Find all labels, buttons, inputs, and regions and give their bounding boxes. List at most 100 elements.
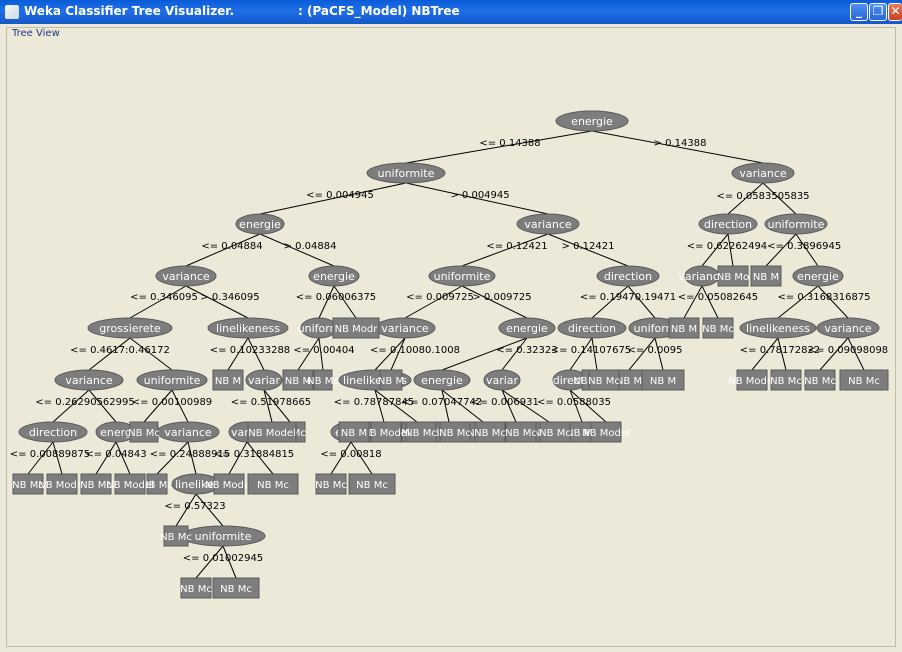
tree-edge [591,337,598,371]
split-node[interactable]: direction [698,213,758,235]
leaf-node[interactable]: NB M [282,369,314,391]
split-node[interactable]: grossierete [87,317,173,339]
edge-condition-label: <= 0.04884 [201,241,262,252]
window-subtitle: : (PaCFS_Model) NBTree [298,4,460,18]
split-node-label: energie [313,270,355,283]
leaf-node[interactable]: NB Mc [348,473,396,495]
leaf-node[interactable]: NB Model [582,421,630,443]
leaf-node[interactable]: NB Modr [332,317,380,339]
leaf-node[interactable]: NB Mc [212,577,260,599]
tree-edge [461,285,528,319]
split-node[interactable]: energ [95,421,137,443]
tree-edge [751,337,779,371]
leaf-node[interactable]: NB Mc [702,317,734,339]
leaf-node[interactable]: NB Model [38,473,86,495]
split-node-label: variance [162,270,210,283]
split-node[interactable]: energie [792,265,844,287]
leaf-node[interactable]: NB Mc [247,473,299,495]
leaf-node[interactable]: NB Mc [80,473,112,495]
leaf-node[interactable]: NB Mc [474,421,506,443]
split-node[interactable]: direction [557,317,627,339]
split-node[interactable]: variance [816,317,880,339]
tree-edge [259,233,335,267]
split-node[interactable]: variance [374,317,436,339]
split-node[interactable]: energie [413,369,471,391]
tree-edge [297,337,320,371]
leaf-node[interactable]: NB Mc [307,369,339,391]
leaf-node[interactable]: NB M [750,265,782,287]
leaf-node[interactable]: NB Mc [180,577,212,599]
leaf-node-shape [247,421,297,443]
tree-edge [405,182,549,215]
split-node-shape [235,213,285,235]
leaf-node[interactable]: NB M [338,421,370,443]
split-node[interactable]: uniform [628,317,682,339]
leaf-node[interactable]: NB M [378,369,404,391]
split-node[interactable]: variance [678,265,726,287]
split-node[interactable]: uniformite [136,369,208,391]
leaf-node-shape [332,317,380,339]
close-button[interactable]: ✕ [888,3,902,21]
split-node-shape [366,162,446,184]
leaf-node-shape [439,421,471,443]
split-node[interactable]: direction [596,265,660,287]
leaf-node[interactable]: NB Model [362,421,410,443]
split-node[interactable]: variar [245,369,283,391]
split-node[interactable]: variar [483,369,521,391]
maximize-button[interactable]: ❐ [869,3,887,21]
split-node[interactable]: variance [516,213,580,235]
split-node-shape [54,369,124,391]
split-node[interactable]: directi [552,369,588,391]
split-node[interactable]: energie [498,317,556,339]
leaf-node-label: NB Mc [770,376,802,387]
leaf-node[interactable]: NB Mc [439,421,471,443]
split-node[interactable]: direction [18,421,88,443]
leaf-node[interactable]: NB Mc [141,473,173,495]
leaf-node[interactable]: NB Mc [505,421,537,443]
leaf-node[interactable]: NB Mc [804,369,836,391]
split-node[interactable]: linelikeness [739,317,817,339]
leaf-node[interactable]: NB Model [106,473,154,495]
leaf-node[interactable]: NB Mc [405,421,437,443]
leaf-node[interactable]: NB Mc [160,525,192,547]
tree-view-panel[interactable] [6,27,896,647]
leaf-node-label: NB Mc [257,480,289,491]
leaf-node[interactable]: NB M [212,369,244,391]
split-node[interactable]: energie [555,110,629,132]
leaf-node[interactable]: NB Model [205,473,253,495]
split-node[interactable]: variance [156,421,220,443]
leaf-node-shape [46,473,78,495]
split-node[interactable]: variance [54,369,124,391]
leaf-node[interactable]: NB Model [728,369,776,391]
tree-edge [701,285,719,319]
split-node[interactable]: energie [235,213,285,235]
split-node[interactable]: uniformite [366,162,446,184]
split-node-shape [18,421,88,443]
split-node[interactable]: uniformite [428,265,496,287]
split-node[interactable]: uniformite [180,525,266,547]
leaf-node[interactable]: NB Mo [717,265,749,287]
leaf-node[interactable]: NB M [668,317,700,339]
leaf-node-shape [146,473,168,495]
leaf-node-shape [750,265,782,287]
split-node[interactable]: variance [155,265,217,287]
leaf-node[interactable]: NB Mc [839,369,889,391]
leaf-node[interactable]: NB Mc [315,473,347,495]
split-node[interactable]: energie [308,265,360,287]
leaf-node[interactable]: NB Model [247,421,297,443]
minimize-button[interactable]: _ [850,3,868,21]
title-bar[interactable]: Weka Classifier Tree Visualizer. : (PaCF… [0,0,902,24]
leaf-node[interactable]: NB Mc [128,421,160,443]
leaf-node[interactable]: NB M [641,369,685,391]
split-node[interactable]: variance [731,162,795,184]
tree-edge [501,337,528,371]
edge-condition-label: > 0.004945 [450,190,509,201]
leaf-node[interactable]: NB Mc [588,369,620,391]
leaf-node[interactable]: NB Mc [770,369,802,391]
split-node[interactable]: uniformite [764,213,828,235]
split-node[interactable]: linelikeness [207,317,289,339]
leaf-node[interactable]: NB Mc [12,473,44,495]
edge-condition-label: <= 0.00100989 [132,397,212,408]
leaf-node[interactable]: NB Mc [539,421,571,443]
